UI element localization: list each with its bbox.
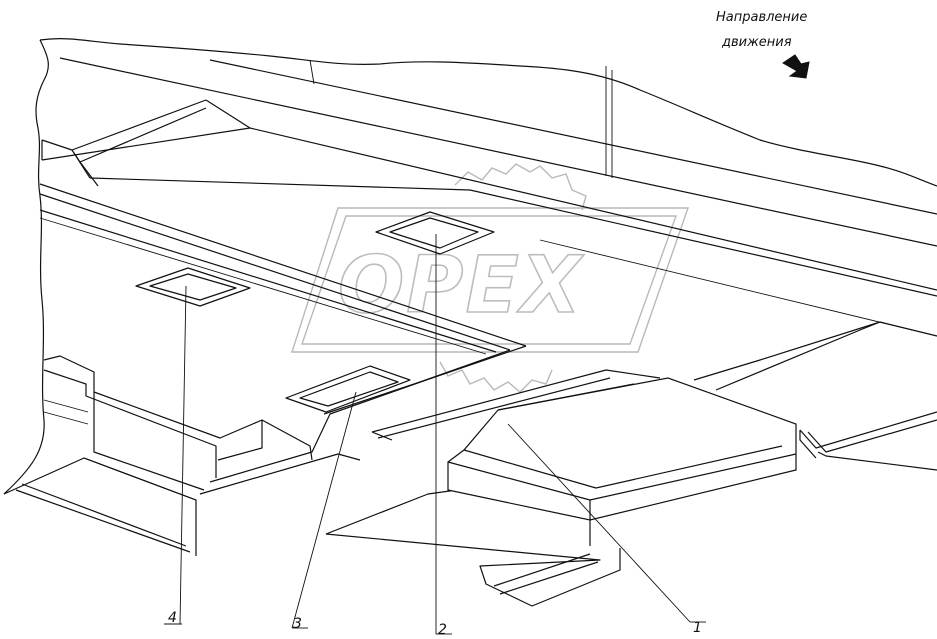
upper-rails [41,57,937,337]
callout-label-3: 3 [293,616,302,632]
callout-label-2: 2 [438,622,447,638]
direction-note: Направление движения [716,10,810,79]
callout-labels: 1 2 3 4 [168,610,702,638]
watermark-logo: OPEX [291,163,689,393]
item-2-hatch [375,211,495,255]
break-line-top [39,38,937,187]
leader-lines [164,234,706,635]
lower-left-steps [3,355,313,556]
break-line-left [3,39,49,495]
leader-3 [291,391,357,629]
direction-arrow-icon [782,54,810,79]
callout-label-4: 4 [168,610,177,626]
top-left-step [41,99,251,187]
watermark-frame [291,207,689,353]
item-1-pad [447,377,797,546]
item-4-hatch [135,267,251,307]
item-3-hatch [285,365,411,413]
leader-4 [179,285,187,625]
direction-note-line2: движения [721,35,792,50]
main-beam [39,183,527,483]
gear-icon [439,163,587,393]
right-beam [693,321,937,471]
watermark-text: OPEX [338,241,585,331]
direction-note-line1: Направление [716,10,807,25]
leader-1 [507,423,691,623]
callout-label-1: 1 [693,620,702,636]
